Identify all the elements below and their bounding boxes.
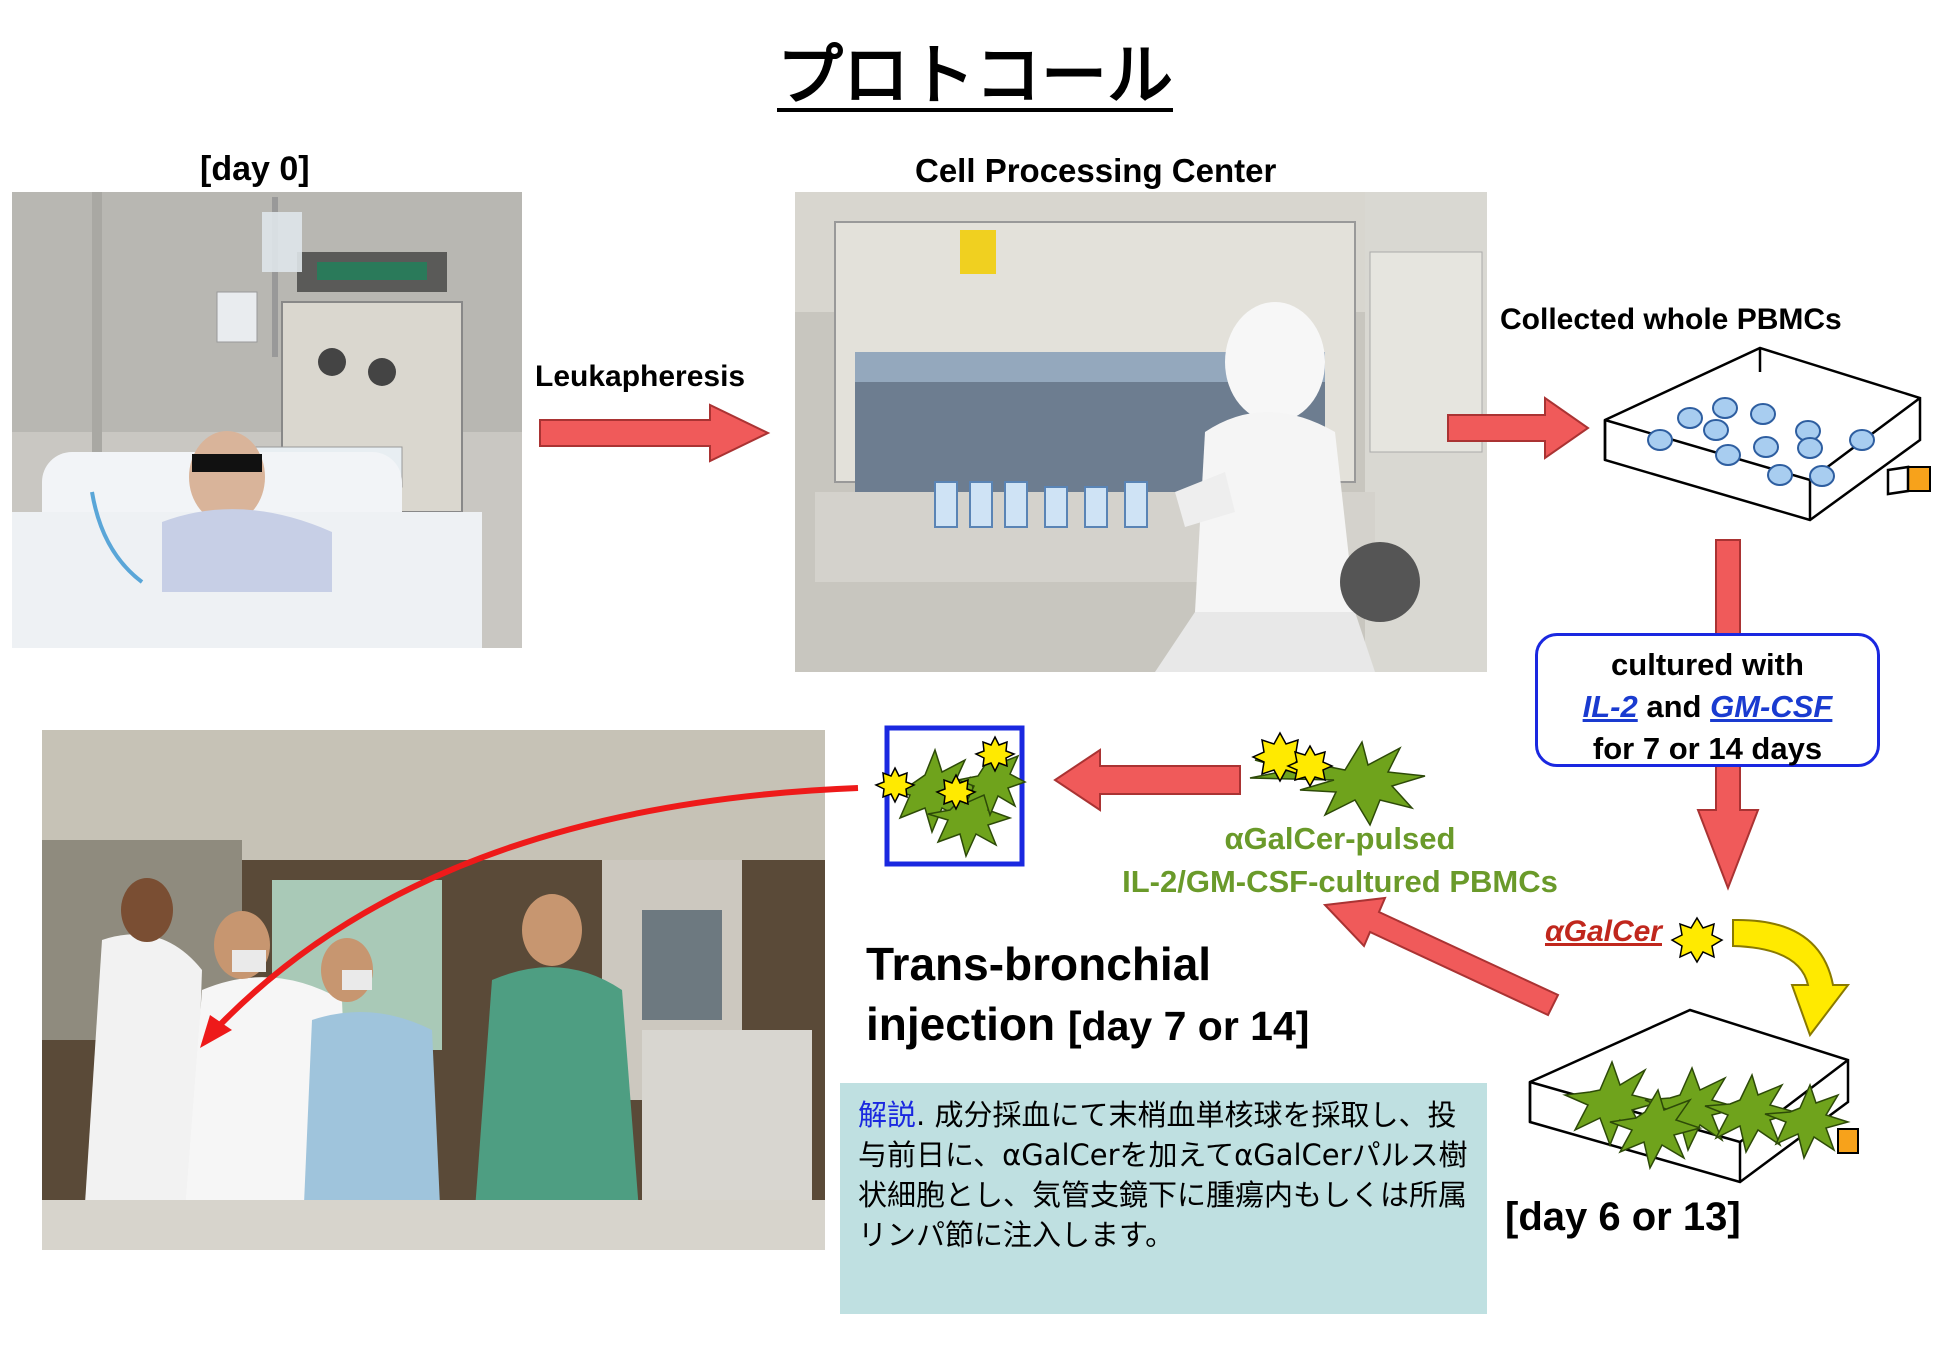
culture-line2: IL-2 and GM-CSF	[1538, 686, 1877, 728]
arrow-pulsed-to-frame	[1053, 748, 1241, 812]
cell-processing-photo	[795, 192, 1487, 672]
pbmc-cells-blue	[1647, 397, 1875, 487]
trans-line1: Trans-bronchial	[866, 938, 1212, 990]
explanation-body: . 成分採血にて末梢血単核球を採取し、投与前日に、αGalCerを加えてαGal…	[858, 1098, 1468, 1252]
agalcer-star	[1670, 916, 1724, 964]
trans-injection: injection	[866, 998, 1056, 1050]
arrow-yellow-curve	[1732, 918, 1851, 1038]
agalcer-label[interactable]: αGalCer	[1545, 915, 1662, 948]
culture-conditions-box: cultured with IL-2 and GM-CSF for 7 or 1…	[1535, 633, 1880, 767]
culture-and: and	[1646, 689, 1702, 724]
pulsed-line2: IL-2/GM-CSF-cultured PBMCs	[1122, 864, 1558, 899]
trans-line2: injection [day 7 or 14]	[866, 994, 1309, 1056]
explanation-note: 解説. 成分採血にて末梢血単核球を採取し、投与前日に、αGalCerを加えてαG…	[840, 1083, 1487, 1314]
arrow-dish-to-pulsed	[1322, 896, 1560, 1017]
bronchoscopy-photo	[42, 730, 825, 1250]
cpc-label: Cell Processing Center	[915, 152, 1277, 189]
arrow-leukapheresis	[539, 403, 771, 463]
il2-link[interactable]: IL-2	[1582, 689, 1638, 724]
gmcsf-link[interactable]: GM-CSF	[1710, 689, 1833, 724]
day6-13-label: [day 6 or 13]	[1505, 1195, 1741, 1239]
day0-label: [day 0]	[200, 150, 310, 188]
injection-cells-frame	[874, 725, 1027, 867]
leukapheresis-photo	[12, 192, 522, 648]
culture-dish-pulsed	[1528, 1008, 1859, 1184]
pulsed-pbmcs-label: αGalCer-pulsed IL-2/GM-CSF-cultured PBMC…	[1040, 817, 1640, 903]
culture-line3: for 7 or 14 days	[1592, 731, 1823, 766]
trans-day: [day 7 or 14]	[1067, 1003, 1310, 1049]
explanation-keyword: 解説	[858, 1098, 917, 1132]
leukapheresis-label: Leukapheresis	[535, 360, 746, 393]
culture-line1: cultured with	[1611, 647, 1804, 682]
green-cells-dish	[1562, 1059, 1851, 1171]
pulsed-line1: αGalCer-pulsed	[1224, 821, 1456, 856]
collected-pbmcs-label: Collected whole PBMCs	[1500, 303, 1842, 336]
culture-dish-pbmcs	[1603, 346, 1931, 522]
trans-bronchial-label: Trans-bronchial injection [day 7 or 14]	[866, 934, 1309, 1056]
pulsed-cell-cluster	[1249, 731, 1426, 827]
page-title: プロトコール	[777, 37, 1173, 114]
